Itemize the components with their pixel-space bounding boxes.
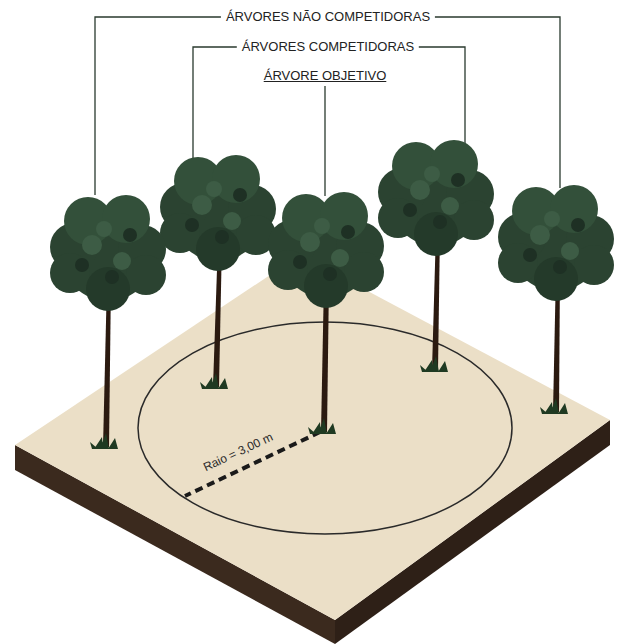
group-label: ÁRVORES NÃO COMPETIDORAS <box>221 9 435 25</box>
group-label: ÁRVORES COMPETIDORAS <box>237 39 419 55</box>
tree <box>50 195 166 449</box>
tree <box>160 155 276 389</box>
tree <box>378 140 494 372</box>
tree <box>498 185 614 414</box>
target-label: ÁRVORE OBJETIVO <box>259 68 392 84</box>
tree <box>268 192 384 434</box>
leader-lines <box>95 17 560 196</box>
